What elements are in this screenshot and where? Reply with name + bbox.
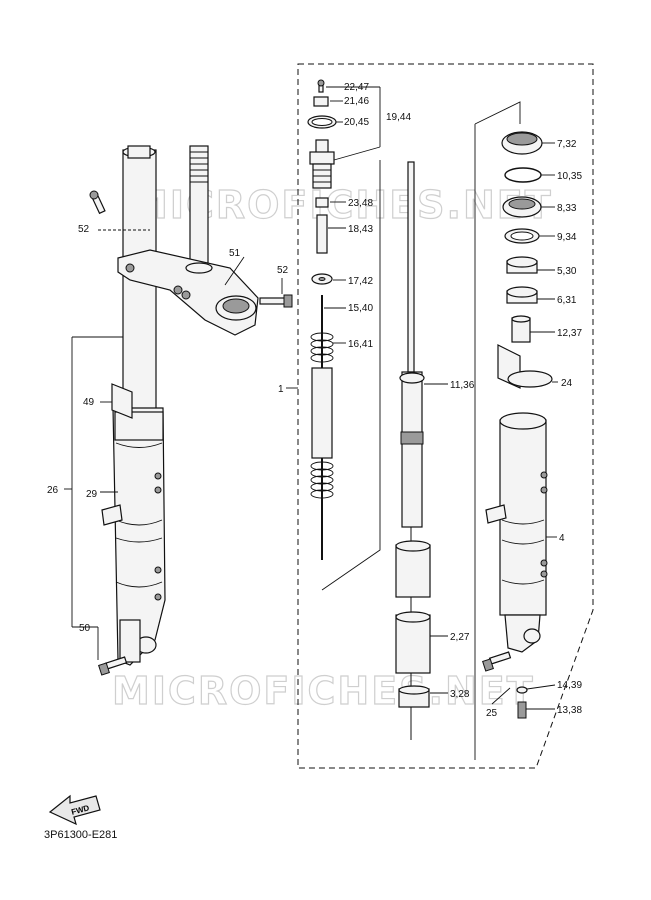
assembly-outline xyxy=(297,63,594,769)
label-52-upper: 52 xyxy=(78,224,90,235)
label-11-36: 11,36 xyxy=(450,380,475,391)
label-21-46: 21,46 xyxy=(344,96,369,107)
label-14-39: 14,39 xyxy=(557,680,582,691)
label-1: 1 xyxy=(278,384,284,395)
label-22-47: 22,47 xyxy=(344,82,369,93)
label-20-45: 20,45 xyxy=(344,117,369,128)
label-6-31: 6,31 xyxy=(557,295,577,306)
label-12-37: 12,37 xyxy=(557,328,582,339)
label-7-32: 7,32 xyxy=(557,139,577,150)
fwd-arrow-icon: FWD xyxy=(48,794,101,826)
assembled-fork xyxy=(89,145,293,676)
label-26: 26 xyxy=(47,485,59,496)
label-51: 51 xyxy=(229,248,241,259)
label-5-30: 5,30 xyxy=(557,266,577,277)
label-3-28: 3,28 xyxy=(450,689,470,700)
label-8-33: 8,33 xyxy=(557,203,577,214)
label-2-27: 2,27 xyxy=(450,632,470,643)
label-15-40: 15,40 xyxy=(348,303,373,314)
right-leaders xyxy=(474,101,558,760)
label-24: 24 xyxy=(561,378,573,389)
label-18-43: 18,43 xyxy=(348,224,373,235)
label-4: 4 xyxy=(559,533,565,544)
label-23-48: 23,48 xyxy=(348,198,373,209)
bolt-50 xyxy=(98,656,128,676)
label-19-44: 19,44 xyxy=(386,112,411,123)
diagram-code: 3P61300-E281 xyxy=(44,829,118,841)
label-25: 25 xyxy=(486,708,498,719)
label-17-42: 17,42 xyxy=(348,276,373,287)
bolt-52-right xyxy=(259,294,293,308)
damper-column xyxy=(307,79,431,740)
label-16-41: 16,41 xyxy=(348,339,373,350)
left-leaders xyxy=(64,229,283,660)
label-49: 49 xyxy=(83,397,95,408)
label-52-right: 52 xyxy=(277,265,289,276)
watermark-bottom: MICROFICHES.NET xyxy=(112,669,535,713)
label-9-34: 9,34 xyxy=(557,232,577,243)
right-column xyxy=(482,131,553,719)
bolt-52-upper xyxy=(89,190,106,215)
label-10-35: 10,35 xyxy=(557,171,582,182)
middle-leaders xyxy=(286,86,448,694)
label-29: 29 xyxy=(86,489,98,500)
label-50: 50 xyxy=(79,623,91,634)
label-13-38: 13,38 xyxy=(557,705,582,716)
